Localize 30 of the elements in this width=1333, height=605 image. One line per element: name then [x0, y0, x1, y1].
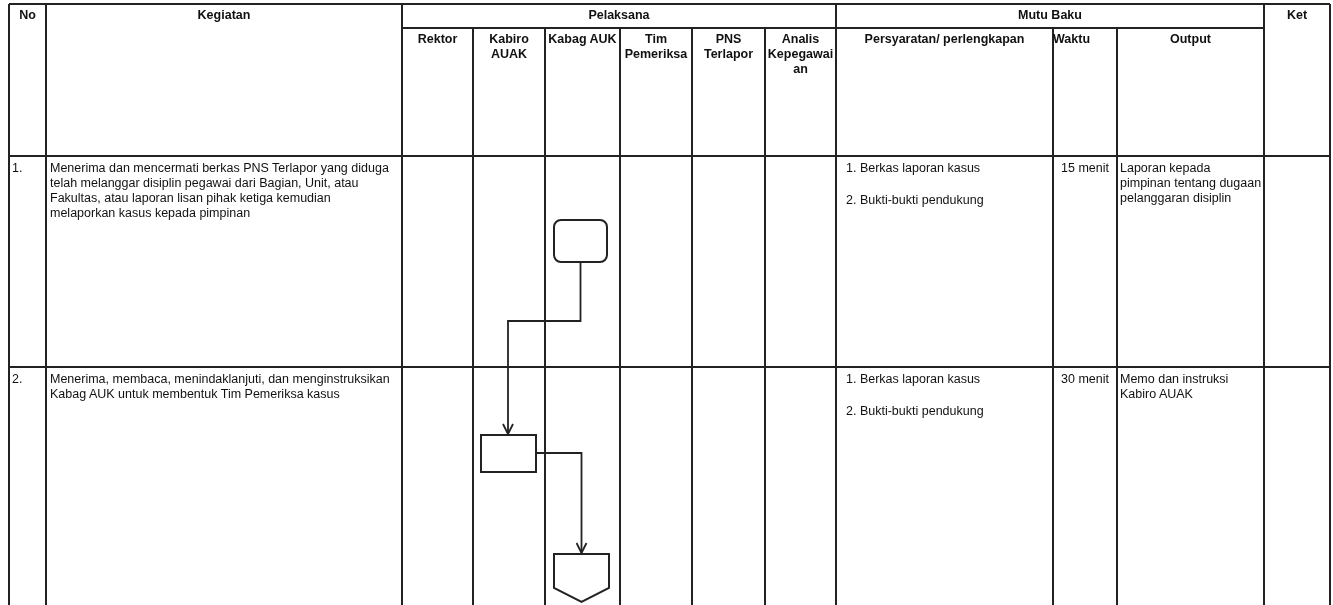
column-header: Ket: [1285, 8, 1309, 23]
column-header: Rektor: [416, 32, 459, 47]
column-header: Output: [1169, 32, 1212, 47]
column-header: Mutu Baku: [1017, 8, 1083, 23]
column-header: Tim Pemeriksa: [623, 32, 689, 62]
column-header: Persyaratan/ perlengkapan: [863, 32, 1026, 47]
requirement-item: 1. Berkas laporan kasus: [846, 372, 982, 387]
activity-text: Menerima, membaca, menindaklanjuti, dan menginstruksikan Kabag AUK untuk membentuk Tim Pemeriksa kasus: [50, 372, 391, 402]
duration-text: 30 menit: [1060, 372, 1110, 387]
requirement-item: 2. Bukti-bukti pendukung: [846, 404, 985, 419]
activity-text: Menerima dan mencermati berkas PNS Terlapor yang diduga telah melanggar disiplin pegawai dari Bagian, Unit, atau Fakultas, atau laporan lisan pihak ketiga kemudian melaporkan kasus kepada pimpinan: [50, 161, 390, 221]
rounded-box: [553, 219, 608, 263]
column-header: No: [18, 8, 37, 23]
arrow: [502, 262, 582, 435]
requirement-item: 1. Berkas laporan kasus: [846, 161, 982, 176]
requirement-item: 2. Bukti-bukti pendukung: [846, 193, 985, 208]
process-box: [480, 434, 537, 473]
column-header: Pelaksana: [587, 8, 651, 23]
duration-text: 15 menit: [1060, 161, 1110, 176]
column-header: PNS Terlapor: [702, 32, 755, 62]
arrow: [536, 452, 588, 554]
row-number: 2.: [12, 372, 24, 387]
output-text: Memo dan instruksi Kabiro AUAK: [1120, 372, 1230, 402]
row-number: 1.: [12, 161, 24, 176]
column-header: Analis Kepegawaian: [766, 32, 835, 77]
column-header: Kegiatan: [196, 8, 252, 23]
column-header: Kabag AUK: [547, 32, 618, 47]
column-header: Kabiro AUAK: [488, 32, 530, 62]
off-page-connector: [553, 553, 610, 603]
output-text: Laporan kepada pimpinan tentang dugaan pelanggaran disiplin: [1120, 161, 1262, 206]
